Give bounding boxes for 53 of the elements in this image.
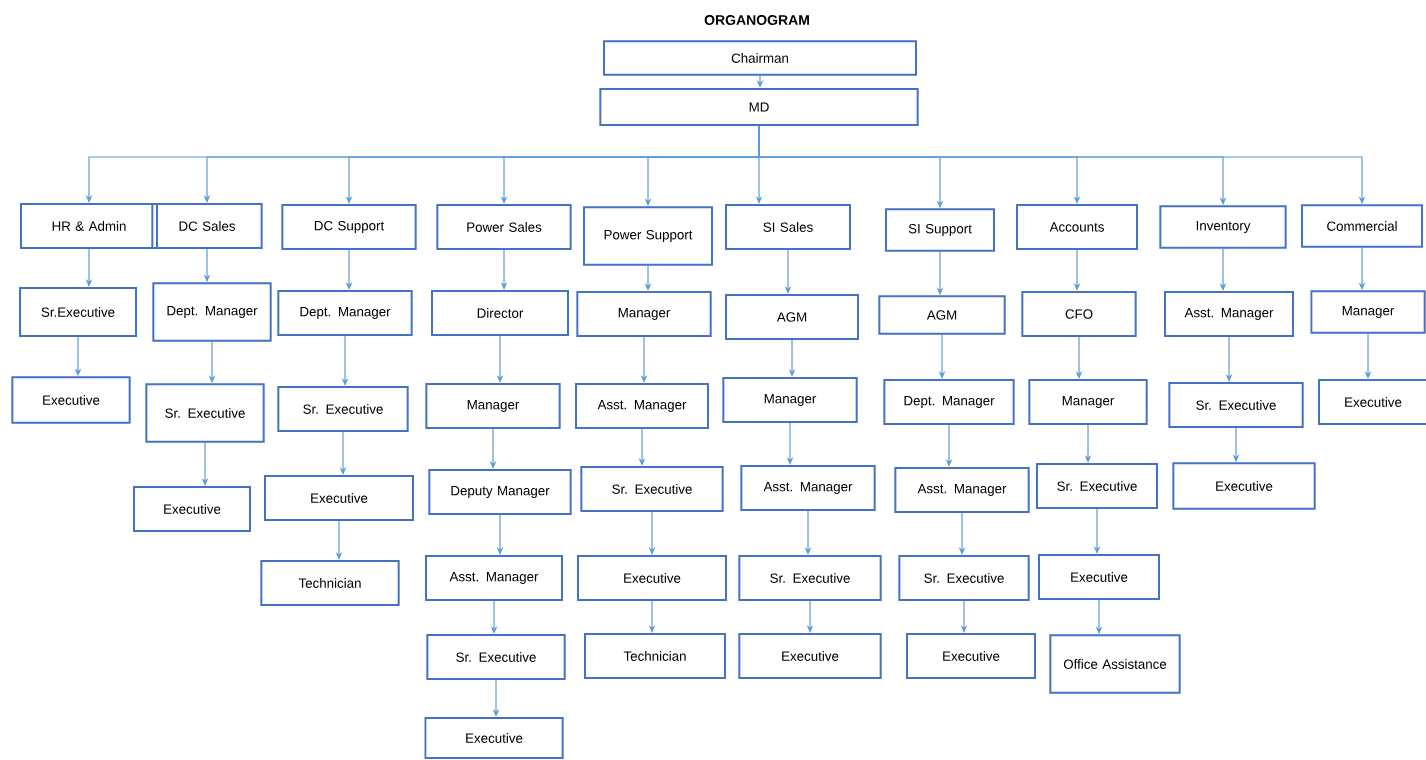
role-box: Dept. Manager xyxy=(277,290,413,336)
role-box: Executive xyxy=(1318,379,1426,425)
role-box: SI Sales xyxy=(725,204,851,250)
role-box: Commercial xyxy=(1301,204,1423,248)
role-box: CFO xyxy=(1021,291,1137,337)
role-box: Executive xyxy=(577,555,727,601)
role-box: Sr. Executive xyxy=(898,555,1030,601)
role-box: Power Support xyxy=(583,206,713,266)
role-box: Manager xyxy=(576,291,712,337)
role-box: Asst. Manager xyxy=(740,465,876,511)
role-box: Sr. Executive xyxy=(1168,382,1304,428)
role-box: Asst. Manager xyxy=(575,383,709,429)
role-box: Office Assistance xyxy=(1049,634,1181,694)
role-box: AGM xyxy=(725,294,859,340)
role-box: Sr. Executive xyxy=(738,555,882,601)
role-box: Power Sales xyxy=(436,204,572,250)
role-box: Sr.Executive xyxy=(19,287,137,337)
role-box: Dept. Manager xyxy=(152,282,272,342)
title: ORGANOGRAM xyxy=(704,15,809,25)
role-box: Asst. Manager xyxy=(894,467,1030,513)
role-box: Director xyxy=(431,290,569,336)
role-box: SI Support xyxy=(885,208,995,252)
role-box: Technician xyxy=(584,633,726,679)
role-box: Technician xyxy=(260,560,400,606)
role-box: Executive xyxy=(133,486,251,532)
role-box: Sr. Executive xyxy=(145,383,265,443)
role-box: Manager xyxy=(722,377,858,423)
role-box: Executive xyxy=(738,633,882,679)
role-box: Executive xyxy=(424,717,564,759)
role-box: DC Support xyxy=(281,204,417,250)
role-box: Inventory xyxy=(1159,205,1287,249)
role-box: AGM xyxy=(878,295,1006,335)
role-box: DC Sales xyxy=(151,203,263,249)
role-box: Executive xyxy=(11,376,131,424)
role-box: Sr. Executive xyxy=(277,386,409,432)
role-box: Asst. Manager xyxy=(425,555,563,601)
role-box: Accounts xyxy=(1016,204,1138,250)
role-box: Sr. Executive xyxy=(580,466,724,512)
role-box: Executive xyxy=(1172,462,1316,510)
role-box: Manager xyxy=(425,383,561,429)
role-box: Executive xyxy=(906,633,1036,679)
role-box: HR & Admin xyxy=(20,203,158,249)
role-box: Manager xyxy=(1310,290,1426,334)
role-box: Sr. Executive xyxy=(1036,463,1158,509)
role-box: Executive xyxy=(1038,554,1160,600)
role-box: Manager xyxy=(1028,379,1148,425)
role-box: Deputy Manager xyxy=(428,469,572,515)
role-box: Executive xyxy=(264,475,414,521)
role-box: Sr. Executive xyxy=(426,634,566,680)
role-box: Dept. Manager xyxy=(883,379,1015,425)
role-box: MD xyxy=(599,88,919,126)
role-box: Chairman xyxy=(603,40,917,76)
role-box: Asst. Manager xyxy=(1164,291,1294,337)
